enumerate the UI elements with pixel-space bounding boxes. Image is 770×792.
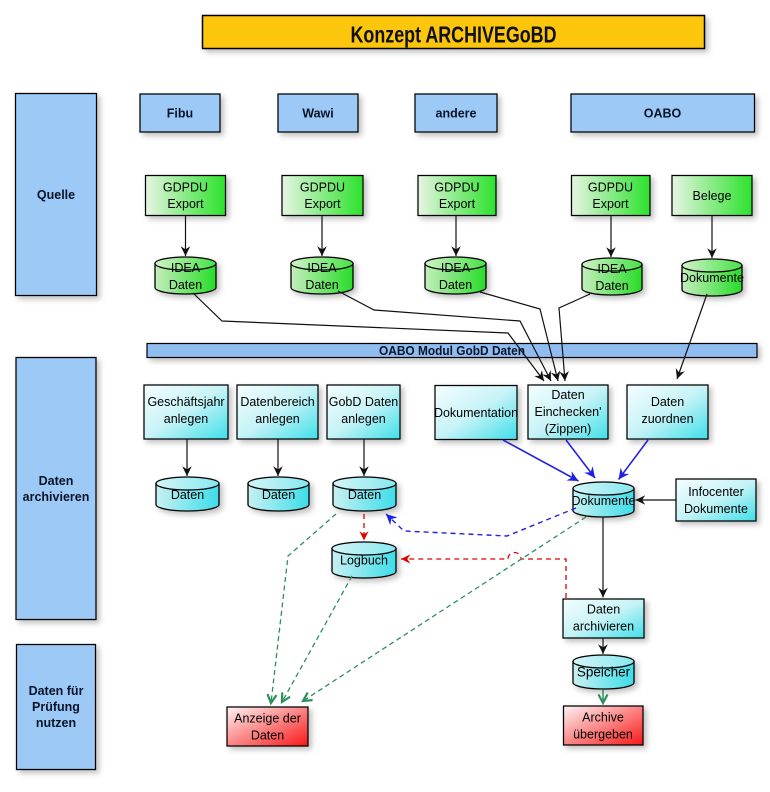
svg-text:Einchecken': Einchecken': [534, 405, 601, 419]
svg-text:Dokumente: Dokumente: [684, 502, 748, 516]
svg-text:Quelle: Quelle: [37, 188, 75, 202]
svg-text:Daten: Daten: [169, 278, 202, 292]
svg-text:GDPDU: GDPDU: [434, 181, 479, 195]
svg-text:Dokumente: Dokumente: [572, 494, 636, 508]
svg-text:Infocenter: Infocenter: [688, 485, 744, 499]
svg-text:Anzeige der: Anzeige der: [234, 712, 301, 726]
svg-text:Datenbereich: Datenbereich: [240, 395, 314, 409]
svg-text:anlegen: anlegen: [341, 412, 386, 426]
svg-text:GobD Daten: GobD Daten: [329, 395, 399, 409]
svg-text:Daten: Daten: [171, 488, 204, 502]
svg-text:Daten: Daten: [587, 603, 620, 617]
svg-text:Export: Export: [167, 197, 204, 211]
svg-text:Wawi: Wawi: [302, 107, 333, 121]
svg-text:Daten: Daten: [251, 729, 284, 743]
svg-text:Geschäftsjahr: Geschäftsjahr: [147, 395, 224, 409]
svg-text:zuordnen: zuordnen: [641, 412, 693, 426]
svg-text:GDPDU: GDPDU: [163, 181, 208, 195]
svg-text:Daten: Daten: [262, 488, 295, 502]
svg-text:Export: Export: [439, 197, 476, 211]
svg-text:Export: Export: [592, 197, 629, 211]
svg-text:andere: andere: [436, 107, 477, 121]
svg-text:Daten: Daten: [439, 278, 472, 292]
svg-text:anlegen: anlegen: [255, 412, 300, 426]
svg-text:GDPDU: GDPDU: [588, 181, 633, 195]
svg-text:IDEA: IDEA: [597, 262, 627, 276]
svg-text:IDEA: IDEA: [441, 261, 471, 275]
svg-text:Daten: Daten: [305, 278, 338, 292]
svg-text:übergeben: übergeben: [573, 728, 633, 742]
svg-text:Prüfung: Prüfung: [32, 700, 80, 714]
svg-text:Daten: Daten: [348, 488, 381, 502]
svg-text:Logbuch: Logbuch: [340, 554, 388, 568]
svg-text:Konzept ARCHIVEGoBD: Konzept ARCHIVEGoBD: [351, 22, 557, 48]
svg-text:OABO: OABO: [644, 107, 682, 121]
svg-text:Daten für: Daten für: [29, 684, 84, 698]
svg-text:IDEA: IDEA: [171, 261, 201, 275]
svg-text:archivieren: archivieren: [573, 620, 634, 634]
svg-text:(Zippen): (Zippen): [545, 422, 592, 436]
svg-text:Fibu: Fibu: [167, 107, 193, 121]
svg-text:archivieren: archivieren: [23, 490, 90, 504]
svg-text:Dokumentation: Dokumentation: [434, 406, 518, 420]
svg-text:Belege: Belege: [693, 189, 732, 203]
svg-text:anlegen: anlegen: [164, 412, 209, 426]
svg-text:Daten: Daten: [651, 395, 684, 409]
svg-text:nutzen: nutzen: [36, 716, 76, 730]
svg-text:Export: Export: [304, 197, 341, 211]
svg-text:Daten: Daten: [595, 279, 628, 293]
svg-text:Daten: Daten: [39, 474, 74, 488]
svg-text:Speicher: Speicher: [577, 665, 631, 680]
svg-text:Archive: Archive: [582, 711, 624, 725]
svg-text:OABO Modul GobD Daten: OABO Modul GobD Daten: [379, 343, 525, 358]
svg-text:GDPDU: GDPDU: [300, 181, 345, 195]
svg-text:Daten: Daten: [551, 388, 584, 402]
svg-text:Dokumente: Dokumente: [680, 271, 744, 285]
svg-text:IDEA: IDEA: [307, 261, 337, 275]
